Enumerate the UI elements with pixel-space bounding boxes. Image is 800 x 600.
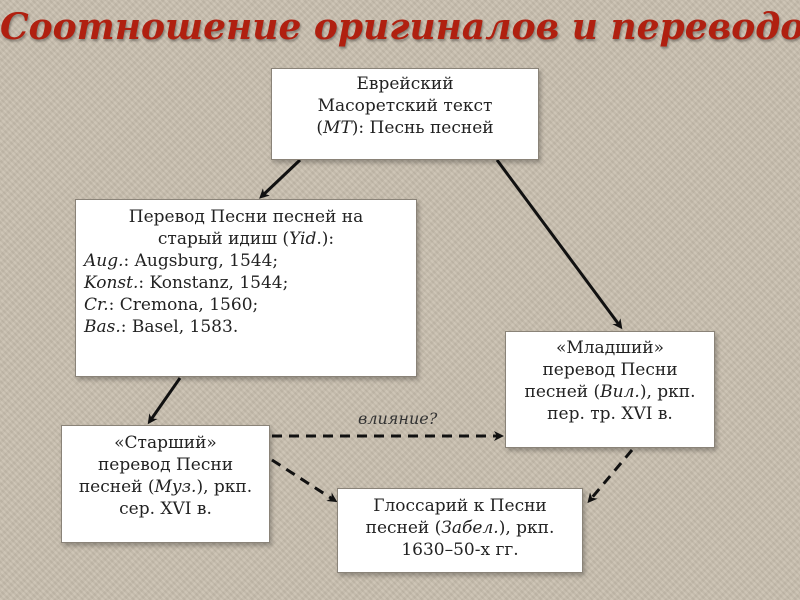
yid-item-abbr: Konst. — [84, 273, 139, 293]
influence-label: влияние? — [358, 409, 438, 428]
mt-line1: Еврейский — [356, 74, 454, 94]
yid-abbr: Yid — [289, 229, 317, 249]
node-yiddish-translation: Перевод Песни песней на старый идиш (Yid… — [75, 199, 417, 377]
muz-abbr: Муз. — [154, 477, 197, 497]
yid-item-text: : Basel, 1583. — [120, 317, 239, 337]
yid-item-text: : Konstanz, 1544; — [138, 273, 289, 293]
yid-line2-pre: старый идиш ( — [157, 229, 290, 249]
muz-line2: перевод Песни — [97, 455, 234, 475]
yid-item: Konst.: Konstanz, 1544; — [84, 272, 408, 294]
muz-line3: песней (Муз.), ркп. — [62, 476, 269, 498]
vil-line3-post: ), ркп. — [639, 382, 696, 402]
vil-line1: «Младший» — [555, 338, 665, 358]
arrow-muz-to-gloss — [271, 458, 338, 503]
yid-item-text: : Cremona, 1560; — [108, 295, 259, 315]
mt-line3-rest: ): Песнь песней — [351, 118, 494, 138]
yid-item: Aug.: Augsburg, 1544; — [84, 250, 408, 272]
mt-line2: Масоретский текст — [317, 96, 493, 116]
page-title: Соотношение оригиналов и переводов — [0, 6, 800, 48]
yid-item-abbr: Aug. — [84, 251, 124, 271]
arrow-vil-to-gloss — [587, 449, 634, 504]
gloss-line2-post: ), ркп. — [498, 518, 555, 538]
muz-line3-post: ), ркп. — [196, 477, 253, 497]
node-older-translation: «Старший» перевод Песни песней (Муз.), р… — [61, 425, 270, 543]
gloss-line1: Глоссарий к Песни — [373, 496, 547, 516]
yid-line1: Перевод Песни песней на — [128, 207, 364, 227]
muz-line4: сер. XVI в. — [119, 499, 212, 519]
yid-line2-post: .): — [316, 229, 335, 249]
yid-item-text: : Augsburg, 1544; — [123, 251, 279, 271]
mt-paren: ( — [316, 118, 324, 138]
node-glossary: Глоссарий к Песни песней (Забел.), ркп. … — [337, 488, 583, 573]
gloss-line3: 1630–50-х гг. — [401, 540, 519, 560]
yid-item: Bas.: Basel, 1583. — [84, 316, 408, 338]
vil-line4: пер. тр. XVI в. — [547, 404, 673, 424]
yid-item-abbr: Cr. — [84, 295, 109, 315]
mt-line3: (MT): Песнь песней — [272, 117, 538, 139]
vil-line3-pre: песней ( — [524, 382, 601, 402]
arrow-mt-to-vil — [495, 159, 623, 330]
mt-abbr: MT — [323, 118, 352, 138]
node-younger-translation: «Младший» перевод Песни песней (Вил.), р… — [505, 331, 715, 448]
muz-line1: «Старший» — [114, 433, 217, 453]
arrow-yid-to-muz — [147, 377, 182, 425]
gloss-abbr: Забел. — [441, 518, 499, 538]
muz-line3-pre: песней ( — [78, 477, 155, 497]
yid-item-abbr: Bas. — [84, 317, 121, 337]
vil-abbr: Вил. — [600, 382, 640, 402]
node-masoretic-text: Еврейский Масоретский текст (MT): Песнь … — [271, 68, 539, 160]
gloss-line2-pre: песней ( — [365, 518, 442, 538]
vil-line3: песней (Вил.), ркп. — [506, 381, 714, 403]
vil-line2: перевод Песни — [542, 360, 678, 380]
gloss-line2: песней (Забел.), ркп. — [338, 517, 582, 539]
yid-item: Cr.: Cremona, 1560; — [84, 294, 408, 316]
yid-line2: старый идиш (Yid.): — [84, 228, 408, 250]
arrow-mt-to-yid — [259, 158, 302, 199]
